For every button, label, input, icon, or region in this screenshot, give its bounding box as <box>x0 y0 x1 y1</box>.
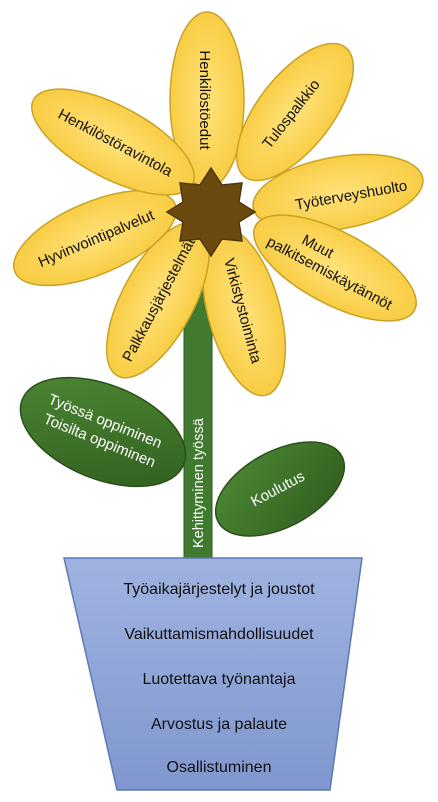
pot-item-3: Luotettava työnantaja <box>142 671 295 688</box>
stem-label: Kehittyminen työssä <box>191 417 207 548</box>
pot-item-1: Työaikajärjestelyt ja joustot <box>123 581 315 598</box>
pot-item-4: Arvostus ja palaute <box>151 716 287 733</box>
leaf-right: Koulutus <box>200 423 359 556</box>
pot-item-5: Osallistuminen <box>167 759 272 776</box>
leaf-left: Työssä oppiminen Toisilta oppiminen <box>5 356 202 508</box>
pot-item-2: Vaikuttamismahdollisuudet <box>124 626 314 643</box>
petal-label-henkilostoedut: Henkilöstöedut <box>196 50 213 150</box>
